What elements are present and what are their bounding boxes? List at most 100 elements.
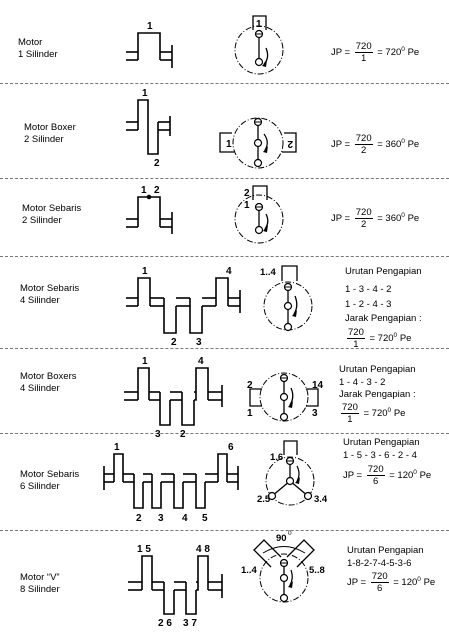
- degree-sup: 0: [417, 575, 421, 583]
- cylinder-count: 2 Silinder: [22, 215, 62, 226]
- jp-unit: Pe: [399, 333, 412, 345]
- jp-denominator: 6: [373, 476, 379, 487]
- jp-unit: Pe: [407, 213, 420, 225]
- cylinder-label: 2: [244, 188, 250, 199]
- engine-type: Motor Sebaris: [20, 283, 80, 294]
- jp-result: = 720: [363, 407, 388, 419]
- cylinder-label: 14: [312, 380, 324, 391]
- degree-sup: 0: [413, 468, 417, 476]
- crank-label: 3: [155, 429, 161, 440]
- jp-result: = 720: [377, 47, 402, 59]
- crank-label: 5: [202, 513, 208, 524]
- firing-order-title: Urutan Pengapian: [345, 266, 422, 277]
- crank-circle-2: [219, 117, 297, 169]
- firing-order-info: Urutan Pengapian 1 - 3 - 4 - 2 1 - 2 - 4…: [345, 266, 422, 350]
- crank-label: 3 7: [183, 618, 197, 629]
- crank-circle-4: [263, 265, 313, 332]
- crank-label: 4: [226, 266, 232, 277]
- engine-type: Motor “V”: [20, 572, 60, 583]
- crank-label: 2: [180, 429, 186, 440]
- jp-denominator: 2: [361, 219, 367, 230]
- cylinder-label: 5..8: [309, 565, 325, 576]
- cylinder-label: 1: [247, 408, 253, 419]
- crank-label: 1: [141, 185, 147, 196]
- firing-interval-title: Jarak Pengapian :: [339, 389, 416, 400]
- jp-denominator: 6: [377, 583, 383, 594]
- jp-prefix: JP =: [331, 47, 351, 59]
- jp-result: = 360: [377, 213, 402, 225]
- engine-label: Motor Boxer 2 Silinder: [24, 122, 76, 146]
- engine-label: Motor Sebaris 4 Silinder: [20, 283, 79, 307]
- cylinder-label: 90: [276, 533, 287, 544]
- crank-circle-1: [234, 15, 284, 75]
- engine-label: Motor Boxers 4 Silinder: [20, 371, 77, 395]
- jp-denominator: 1: [353, 339, 359, 350]
- firing-order-info: Urutan Pengapian 1 - 4 - 3 - 2 Jarak Pen…: [339, 364, 416, 425]
- degree-sup: 0: [387, 406, 392, 414]
- cylinder-label: 2: [247, 380, 253, 391]
- degree-sup: 0: [393, 331, 398, 339]
- jp-unit: Pe: [407, 47, 420, 59]
- crank-label: 4 8: [196, 544, 210, 555]
- crank-label: 2: [136, 513, 142, 524]
- cylinder-count: 8 Silinder: [20, 584, 60, 595]
- firing-order: 1 - 5 - 3 - 6 - 2 - 4: [343, 449, 417, 461]
- engine-label: Motor Sebaris 6 Silinder: [20, 469, 79, 493]
- cylinder-count: 2 Silinder: [24, 134, 64, 145]
- jp-numerator: 720: [354, 133, 373, 145]
- jp-numerator: 720: [347, 327, 365, 339]
- jp-unit: Pe: [393, 407, 406, 419]
- row-separator: [0, 433, 449, 434]
- firing-order: 1 - 4 - 3 - 2: [339, 376, 386, 388]
- crank-circle-6: [265, 440, 315, 506]
- engine-label: Motor “V” 8 Silinder: [20, 572, 60, 596]
- jp-denominator: 1: [347, 413, 353, 425]
- jp-numerator: 720: [366, 464, 385, 476]
- crank-label: 4: [182, 513, 188, 524]
- firing-order-info: Urutan Pengapian 1-8-2-7-4-5-3-6 JP = 72…: [347, 545, 435, 594]
- jp-unit: Pe: [423, 577, 436, 589]
- firing-order: 1 - 2 - 4 - 3: [345, 299, 392, 310]
- jp-result: = 360: [377, 139, 402, 151]
- crank-label: 4: [198, 356, 204, 367]
- crank-label: 2: [171, 337, 177, 348]
- engine-label: Motor Sebaris 2 Silinder: [22, 203, 81, 227]
- cylinder-label: 3: [312, 408, 318, 419]
- jp-result: = 720: [369, 333, 394, 345]
- jp-denominator: 1: [361, 53, 367, 64]
- jp-numerator: 720: [354, 41, 373, 53]
- crank-label: 3: [158, 513, 164, 524]
- row-separator: [0, 256, 449, 257]
- crank-circle-7: [253, 539, 315, 603]
- jp-prefix: JP =: [331, 139, 351, 151]
- jp-numerator: 720: [341, 401, 359, 414]
- jp-numerator: 720: [370, 571, 389, 583]
- cylinder-label: 2: [287, 138, 293, 149]
- row-separator: [0, 83, 449, 84]
- row-separator: [0, 178, 449, 179]
- cylinder-label: 2.5: [257, 494, 271, 505]
- crank-label: 3: [196, 337, 202, 348]
- firing-order-title: Urutan Pengapian: [343, 437, 420, 448]
- cylinder-label: 1.6: [270, 452, 283, 463]
- engine-type: Motor: [18, 37, 43, 48]
- jp-unit: Pe: [407, 139, 420, 151]
- engine-type: Motor Boxers: [20, 371, 77, 382]
- jp-prefix: JP =: [343, 470, 363, 482]
- crank-circle-3: [234, 185, 284, 244]
- cylinder-count: 6 Silinder: [20, 481, 60, 492]
- cylinder-count: 4 Silinder: [20, 383, 60, 394]
- crank-label: 1: [142, 266, 148, 277]
- jp-unit: Pe: [419, 470, 432, 482]
